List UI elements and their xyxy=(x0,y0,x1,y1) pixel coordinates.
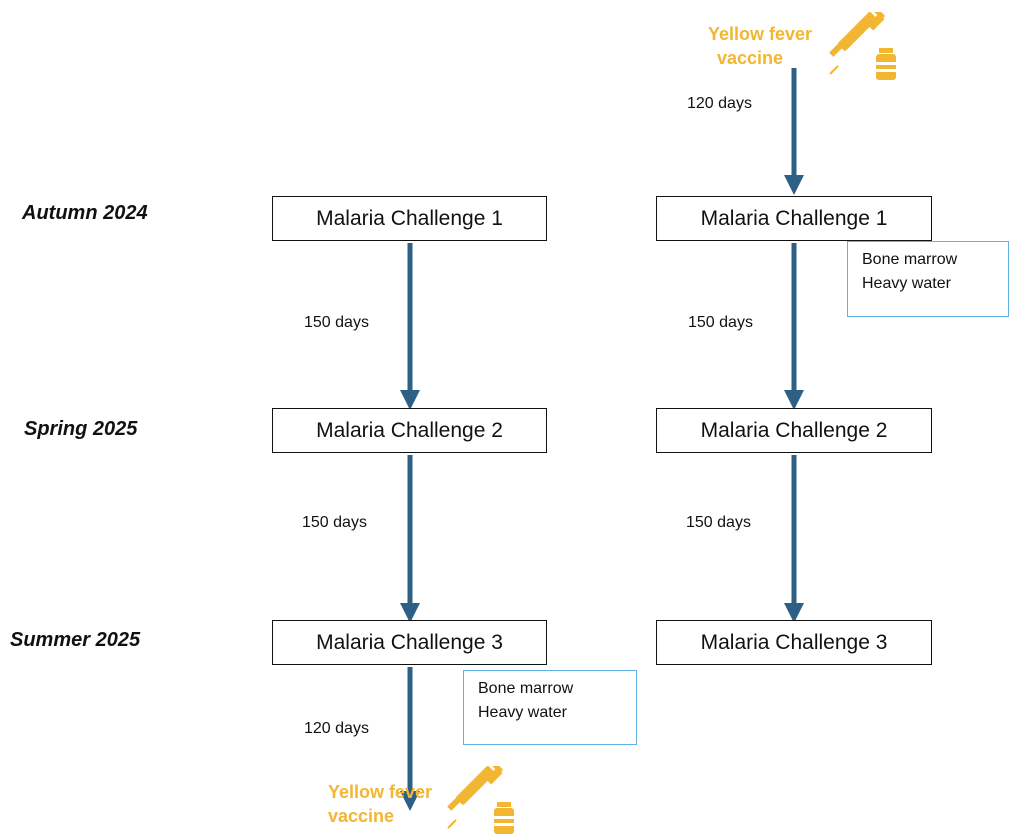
left-sample-note-line1: Bone marrow xyxy=(478,680,574,697)
right-sample-note: Bone marrow Heavy water xyxy=(847,241,1009,317)
left-vaccine-line2: vaccine xyxy=(327,806,395,826)
season-label-autumn: Autumn 2024 xyxy=(22,202,148,224)
right-challenge-1-box: Malaria Challenge 1 xyxy=(656,196,932,241)
right-vaccine-line2: vaccine xyxy=(716,48,784,68)
right-challenge-2-box: Malaria Challenge 2 xyxy=(656,408,932,453)
right-sample-note-line2: Heavy water xyxy=(862,275,951,292)
left-challenge-2-box: Malaria Challenge 2 xyxy=(272,408,547,453)
right-interval-vaccine-1: 120 days xyxy=(687,95,752,112)
left-sample-note-line2: Heavy water xyxy=(478,704,567,721)
syringe-vial-icon xyxy=(447,766,514,834)
left-challenge-1-box: Malaria Challenge 1 xyxy=(272,196,547,241)
right-challenge-3-box: Malaria Challenge 3 xyxy=(656,620,932,665)
right-interval-2-3: 150 days xyxy=(686,514,751,531)
left-interval-2-3: 150 days xyxy=(302,514,367,531)
right-vaccine-line1: Yellow fever xyxy=(707,24,813,44)
right-sample-note-line1: Bone marrow xyxy=(862,251,958,268)
right-interval-1-2: 150 days xyxy=(688,314,753,331)
left-vaccine-label: Yellow fever vaccine xyxy=(310,780,450,828)
left-interval-1-2: 150 days xyxy=(304,314,369,331)
season-label-spring: Spring 2025 xyxy=(24,418,138,440)
left-sample-note: Bone marrow Heavy water xyxy=(463,670,637,745)
syringe-vial-icon xyxy=(829,12,896,80)
left-vaccine-line1: Yellow fever xyxy=(327,782,433,802)
left-interval-3-vaccine: 120 days xyxy=(304,720,369,737)
season-label-summer: Summer 2025 xyxy=(10,629,141,651)
left-challenge-3-box: Malaria Challenge 3 xyxy=(272,620,547,665)
right-vaccine-label: Yellow fever vaccine xyxy=(690,22,830,70)
